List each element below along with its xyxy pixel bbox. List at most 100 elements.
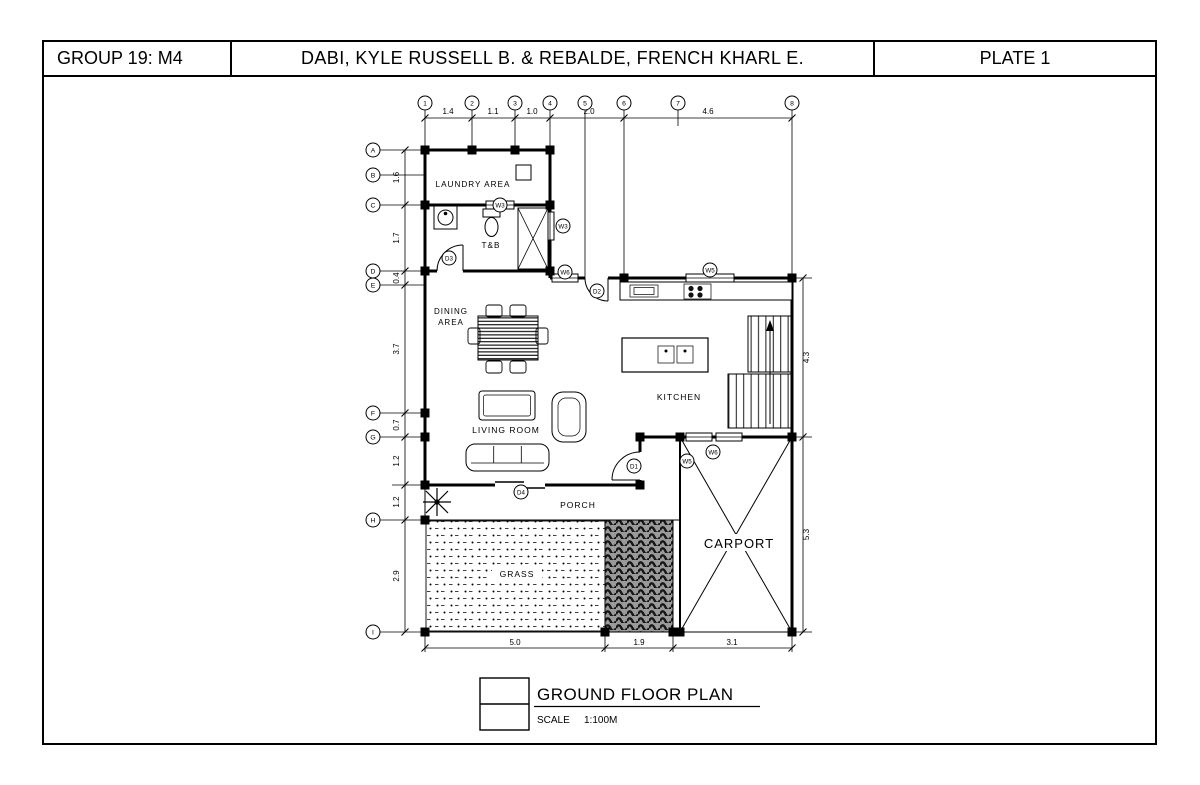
tag-window-w6: W6 bbox=[708, 449, 718, 456]
authors-label: DABI, KYLE RUSSELL B. & REBALDE, FRENCH … bbox=[300, 48, 805, 68]
bath-fixtures bbox=[433, 164, 549, 270]
room-label-porch: PORCH bbox=[560, 500, 596, 510]
sofa bbox=[465, 443, 550, 472]
title-block-authors-cell: DABI, KYLE RUSSELL B. & REBALDE, FRENCH … bbox=[232, 42, 875, 75]
col-bubble-2: 2 bbox=[470, 101, 474, 108]
title-block: GROUP 19: M4 DABI, KYLE RUSSELL B. & REB… bbox=[44, 42, 1155, 77]
grid-bubble-labels: 1 2 3 4 5 6 7 8 A B C D E F G H I bbox=[370, 101, 794, 637]
room-label-dining-1: DINING bbox=[434, 307, 468, 316]
group-label: GROUP 19: M4 bbox=[57, 48, 183, 68]
sheet-border bbox=[42, 40, 1157, 745]
tag-window-w6: W6 bbox=[560, 269, 570, 276]
stove bbox=[683, 283, 712, 300]
kitchen-fixtures bbox=[619, 281, 793, 373]
lavatory-sink bbox=[433, 205, 458, 230]
coffee-table bbox=[478, 390, 536, 421]
dim-top-1: 1.4 bbox=[442, 107, 454, 116]
row-bubble-e: E bbox=[371, 283, 376, 290]
kitchen-island bbox=[621, 337, 709, 373]
title-block-group-cell: GROUP 19: M4 bbox=[44, 42, 232, 75]
dim-top-3: 1.0 bbox=[526, 107, 538, 116]
plan-scale-label: SCALE bbox=[537, 715, 570, 726]
dimension-texts: 1.4 1.1 1.0 2.0 4.6 1.6 1.7 0.4 3.7 0.7 … bbox=[392, 107, 811, 647]
tag-window-w5: W5 bbox=[682, 458, 692, 465]
col-bubble-6: 6 bbox=[622, 101, 626, 108]
col-bubble-4: 4 bbox=[548, 101, 552, 108]
dining-chair bbox=[485, 304, 503, 318]
dim-right-1: 4.3 bbox=[802, 351, 811, 363]
col-bubble-3: 3 bbox=[513, 101, 517, 108]
dim-right-2: 5.3 bbox=[802, 528, 811, 540]
row-bubble-i: I bbox=[372, 630, 374, 637]
room-label-kitchen: KITCHEN bbox=[657, 392, 701, 402]
dim-left-8: 2.9 bbox=[392, 570, 401, 582]
dining-chair bbox=[485, 360, 503, 374]
plant-icon bbox=[423, 488, 451, 516]
room-label-laundry: LAUNDRY AREA bbox=[436, 180, 511, 189]
dim-left-3: 0.4 bbox=[392, 272, 401, 284]
tag-door-d2: D2 bbox=[593, 288, 601, 295]
dining-chair bbox=[509, 360, 527, 374]
door-window-tags: W3 W3 W6 W5 D2 D3 D1 W5 W6 D4 bbox=[441, 197, 721, 500]
dim-top-5: 4.6 bbox=[702, 107, 714, 116]
dim-left-5: 0.7 bbox=[392, 419, 401, 431]
col-bubble-8: 8 bbox=[790, 101, 794, 108]
row-bubble-f: F bbox=[371, 411, 375, 418]
dim-bottom-3: 3.1 bbox=[726, 638, 738, 647]
walkway bbox=[604, 519, 674, 633]
door-d1 bbox=[611, 451, 641, 481]
room-label-tnb: T&B bbox=[482, 241, 501, 250]
row-bubble-c: C bbox=[371, 203, 376, 210]
row-bubble-d: D bbox=[371, 269, 376, 276]
dim-left-2: 1.7 bbox=[392, 232, 401, 244]
tag-window-w5: W5 bbox=[705, 267, 715, 274]
window-w6-rear bbox=[715, 432, 743, 442]
armchair bbox=[551, 391, 587, 443]
room-label-dining-2: AREA bbox=[438, 318, 464, 327]
plate-label: PLATE 1 bbox=[979, 48, 1051, 68]
laundry-fixture bbox=[515, 164, 532, 181]
dim-left-7: 1.2 bbox=[392, 496, 401, 508]
room-label-carport: CARPORT bbox=[704, 536, 774, 551]
dim-left-6: 1.2 bbox=[392, 455, 401, 467]
dim-left-1: 1.6 bbox=[392, 171, 401, 183]
shower-stall bbox=[517, 207, 549, 270]
col-bubble-5: 5 bbox=[583, 101, 587, 108]
row-bubble-h: H bbox=[371, 518, 376, 525]
tag-door-d4: D4 bbox=[517, 489, 525, 496]
row-bubble-g: G bbox=[370, 435, 375, 442]
title-block-plate-cell: PLATE 1 bbox=[875, 42, 1155, 75]
col-bubble-1: 1 bbox=[423, 101, 427, 108]
plan-title: GROUND FLOOR PLAN bbox=[537, 685, 733, 704]
room-labels: LAUNDRY AREA T&B DINING AREA KITCHEN LIV… bbox=[434, 180, 781, 580]
tag-window-w3: W3 bbox=[558, 223, 568, 230]
row-bubble-a: A bbox=[371, 148, 376, 155]
kitchen-counter bbox=[619, 281, 793, 301]
grid-lines bbox=[380, 110, 812, 652]
dining-chair bbox=[509, 304, 527, 318]
window-w5-rear bbox=[685, 432, 713, 442]
dim-left-4: 3.7 bbox=[392, 343, 401, 355]
toilet bbox=[482, 208, 501, 237]
staircase bbox=[727, 315, 793, 429]
tag-door-d1: D1 bbox=[630, 463, 638, 470]
plan-title-block: GROUND FLOOR PLAN SCALE 1:100M bbox=[479, 677, 760, 731]
dim-bottom-2: 1.9 bbox=[633, 638, 645, 647]
counter-sink bbox=[629, 284, 659, 298]
room-label-grass: GRASS bbox=[500, 569, 535, 579]
grid-bubbles bbox=[365, 95, 800, 640]
dining-table bbox=[477, 315, 539, 361]
row-bubble-b: B bbox=[371, 173, 376, 180]
living-room-furniture bbox=[465, 390, 587, 472]
stair-up-arrow bbox=[766, 320, 774, 331]
dim-bottom-1: 5.0 bbox=[509, 638, 521, 647]
plan-scale-value: 1:100M bbox=[584, 715, 617, 726]
dining-set bbox=[467, 304, 549, 374]
tag-door-d3: D3 bbox=[445, 255, 453, 262]
tag-window-w3: W3 bbox=[495, 202, 505, 209]
dim-top-4: 2.0 bbox=[583, 107, 595, 116]
dim-top-2: 1.1 bbox=[487, 107, 499, 116]
col-bubble-7: 7 bbox=[676, 101, 680, 108]
